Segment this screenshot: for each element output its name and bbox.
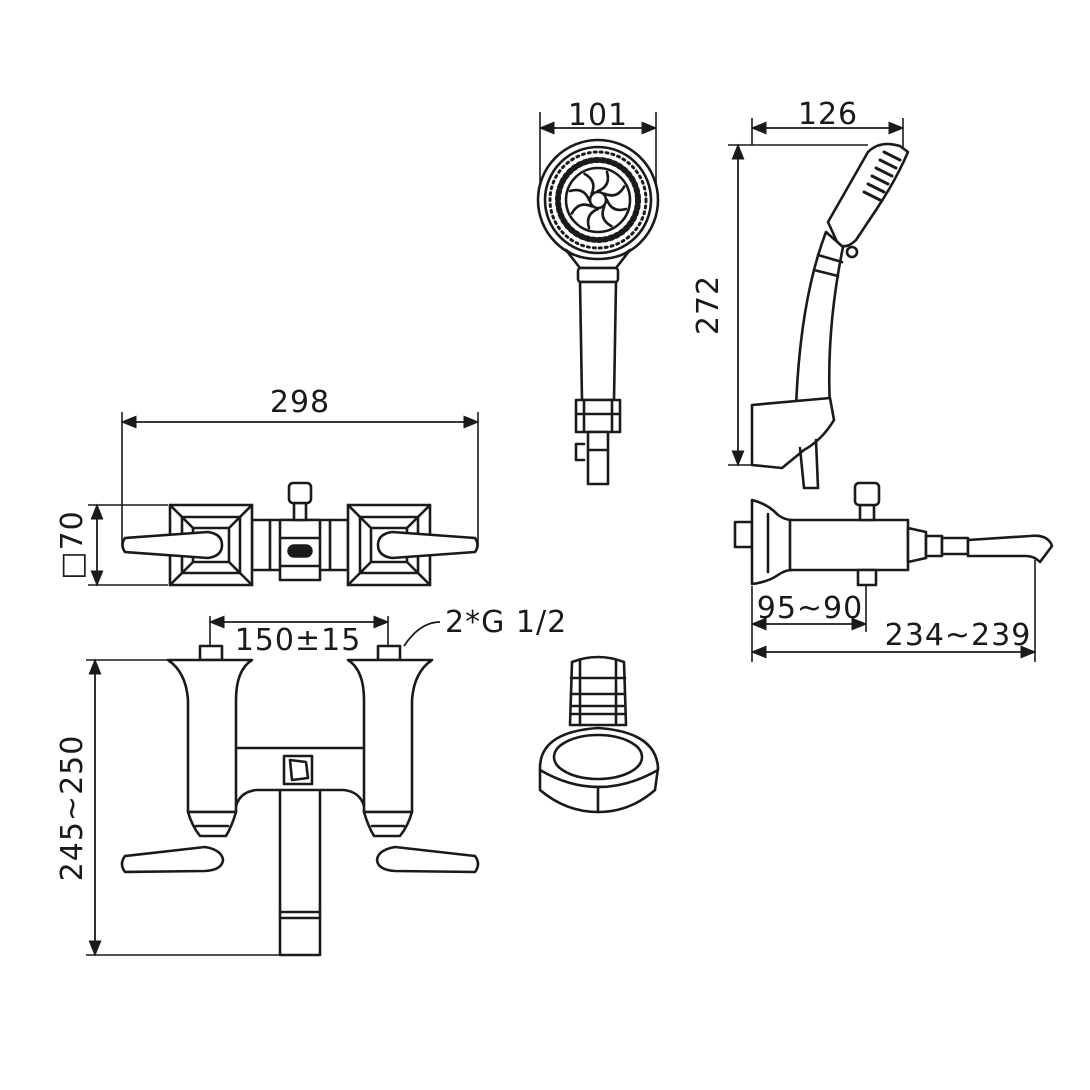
body-square-label: □70 (55, 510, 90, 580)
shower-side-width-label: 126 (798, 97, 858, 132)
hose-stub (586, 430, 610, 486)
shower-head-width-label: 101 (568, 98, 628, 133)
spout-connector (940, 536, 970, 556)
mixer-width-label: 298 (270, 385, 330, 420)
shower-face-nozzles (862, 150, 902, 202)
shower-head (536, 138, 660, 262)
right-lever-front (375, 845, 480, 874)
body-depth-label: 95~90 (757, 591, 863, 626)
mixer-height-label: 245~250 (55, 735, 90, 882)
wall-flange (750, 498, 794, 586)
hose-exit (798, 438, 820, 490)
shower-holder-bracket (750, 396, 836, 470)
diverter-knob-side (853, 481, 881, 507)
bracket-ring (538, 726, 660, 814)
inlet-spacing-label: 150±15 (235, 623, 362, 658)
hose-nut-detail (574, 398, 622, 434)
right-lower-flare (362, 810, 414, 838)
hand-shower-front-view: 101 (536, 98, 660, 486)
front-spout (278, 788, 322, 957)
mixer-side-view: 95~90 234~239 (733, 481, 1054, 662)
diverter-bands (278, 536, 322, 568)
thread-leader-line (403, 621, 441, 647)
shower-height-label: 272 (691, 275, 726, 335)
extension-lines (121, 412, 479, 545)
hose-stub-detail (574, 442, 610, 462)
hose-nut (574, 398, 622, 434)
spout-band (278, 910, 322, 920)
inlet-thread-label: 2*G 1/2 (445, 605, 567, 640)
left-lever-top (121, 530, 224, 560)
mixer-top-view: 298 □70 (55, 385, 480, 587)
diverter-knob-stem (292, 501, 308, 522)
front-diverter-inner (288, 758, 310, 782)
diverter-knob (287, 481, 313, 505)
knob-stem-side (858, 503, 876, 522)
shower-wall-bracket (538, 655, 660, 814)
shower-neck (564, 248, 632, 270)
left-lever-front (120, 845, 225, 874)
shower-hook (845, 245, 859, 259)
bottom-knob-side (856, 568, 878, 587)
shower-collar (576, 266, 620, 284)
spout-collar (924, 534, 944, 558)
spray-swirl (568, 170, 628, 230)
wall-nub (733, 520, 754, 549)
bracket-connector-detail (569, 658, 627, 727)
bracket-ring-band (538, 768, 660, 814)
bracket-ring-inner (552, 733, 644, 781)
spout-nut (906, 526, 928, 564)
handle-collar (812, 253, 844, 278)
mixer-body-side (788, 518, 910, 572)
bath-spout (966, 534, 1054, 564)
left-lower-flare (186, 810, 238, 838)
hand-shower-side-view: 126 272 (691, 97, 910, 490)
diverter-outlet (287, 544, 313, 558)
body-divisions (268, 518, 332, 572)
left-inlet (198, 644, 224, 662)
shower-handle (578, 280, 618, 402)
mixer-front-view: 150±15 2*G 1/2 245~250 (55, 605, 567, 957)
right-inlet (376, 644, 402, 662)
spout-reach-label: 234~239 (885, 618, 1032, 653)
shower-handle-side (794, 230, 845, 410)
right-lever-top (376, 530, 479, 560)
